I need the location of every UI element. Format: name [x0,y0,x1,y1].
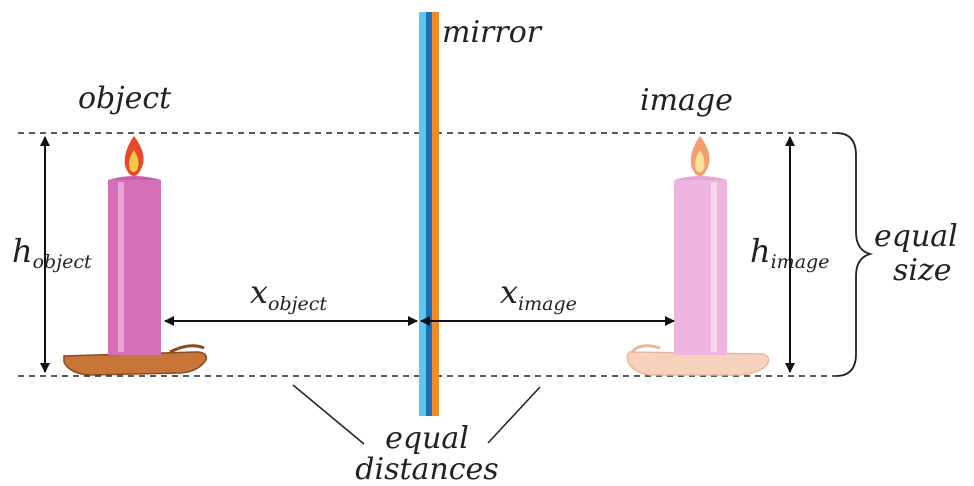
equal-distances-label-line2: distances [355,452,498,486]
object-candle-body [108,180,161,355]
equal-distances-label-line1: equal [385,421,469,456]
image-flame-core [695,150,705,173]
object-candle-holder [63,351,208,376]
h-object-subscript: object [33,251,92,273]
object-candle [63,136,208,376]
image-candle-holder [626,351,770,376]
image-candle-body [674,180,727,355]
object-label: object [78,81,172,116]
x-image-label: ximage [500,273,577,315]
mirror-middle-layer [426,12,432,416]
object-candle-highlight [118,182,124,352]
equal-size-brace [835,132,874,377]
x-object-subscript: object [268,293,327,315]
object-candle-top [108,176,161,180]
equal-distances-pointer-right [487,386,541,444]
x-object-main: x [250,273,268,311]
x-image-subscript: image [518,293,577,315]
equal-distances-pointer-left [292,384,365,445]
x-object-label: xobject [250,273,327,315]
h-image-main: h [750,232,771,270]
mirror-front-layer [419,12,426,416]
object-holder-handle [169,344,205,354]
h-object-label: hobject [12,232,92,273]
mirror-back-layer [432,12,439,416]
mirror [419,12,439,416]
x-image-main: x [500,273,518,311]
h-object-main: h [12,232,33,270]
object-flame-core [129,150,139,173]
image-candle [626,136,770,376]
image-holder-handle [630,344,661,354]
h-image-subscript: image [771,251,830,273]
image-label: image [640,83,733,118]
equal-size-label-line1: equal [874,219,958,254]
image-candle-highlight [711,182,717,352]
equal-size-label-line2: size [893,253,952,288]
mirror-label: mirror [442,15,543,50]
h-image-label: himage [750,232,829,273]
image-candle-top [674,176,727,180]
